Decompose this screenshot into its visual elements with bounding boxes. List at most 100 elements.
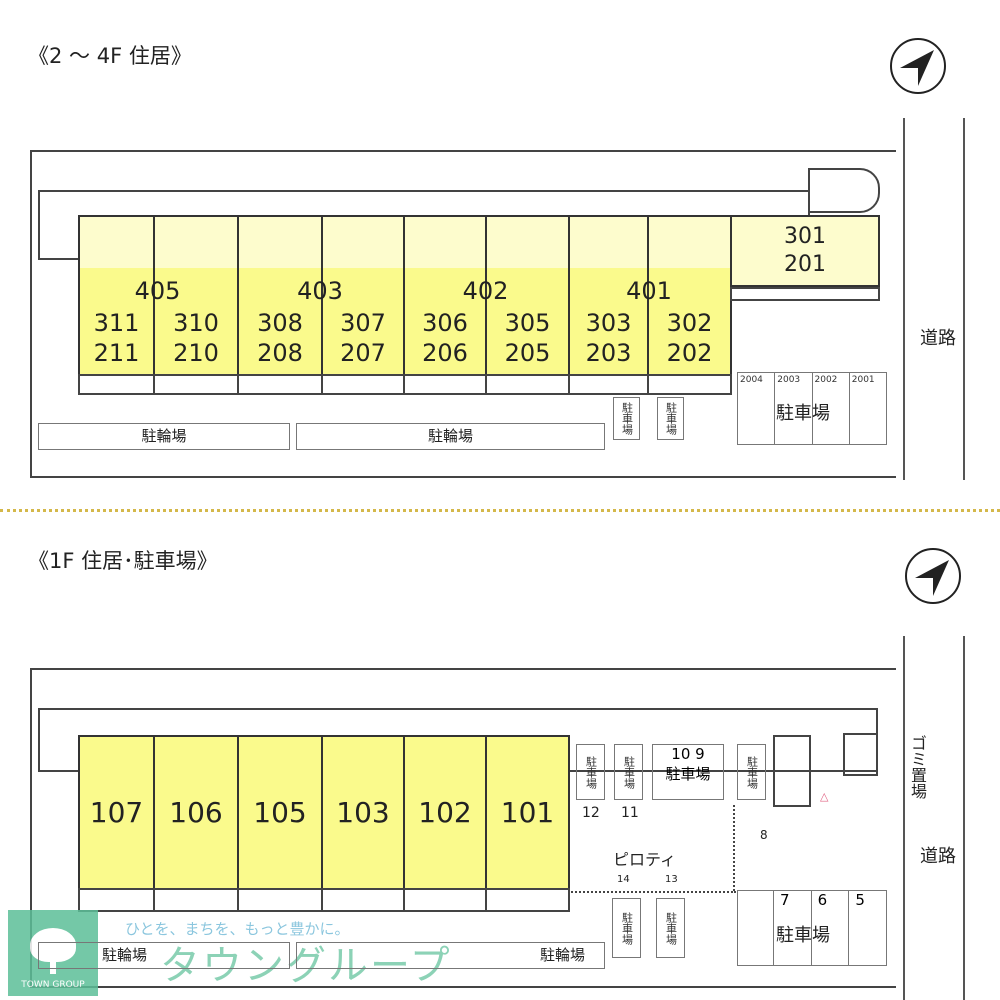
town-group-logo: TOWN GROUP <box>8 910 98 996</box>
balcony <box>730 287 880 301</box>
lower-site-boundary <box>30 668 896 988</box>
bike-parking <box>296 942 605 969</box>
unit-upper-band <box>237 215 323 270</box>
unit-upper-band <box>153 215 239 270</box>
parking-label: 駐車場 <box>776 403 830 424</box>
small-parking: 駐車場 <box>657 397 684 440</box>
unit-label: 106 <box>169 795 223 829</box>
unit-upper-band <box>403 215 487 270</box>
unit-group-label: 405 <box>134 277 181 305</box>
road-edge <box>963 636 965 1000</box>
stairs <box>808 168 880 213</box>
garbage-area <box>843 733 878 776</box>
parking-number: 11 <box>621 805 639 821</box>
lower-title: 《1F 住居･駐車場》 <box>28 549 218 573</box>
unit-label: 202 <box>666 339 713 367</box>
parking-12: 駐車場 <box>576 744 605 800</box>
unit-label: 307 <box>340 309 386 337</box>
unit-label: 308 <box>257 309 303 337</box>
dotted-line <box>568 891 736 893</box>
balcony <box>321 374 405 395</box>
balcony <box>78 888 155 912</box>
watermark-tagline: ひとを、まちを、もっと豊かに。 <box>125 920 350 938</box>
piloti-label: ピロティ <box>613 850 677 869</box>
road-edge <box>903 118 905 480</box>
storage <box>773 735 811 807</box>
unit-label: 301 <box>784 224 826 249</box>
unit-label: 210 <box>173 339 219 367</box>
unit-label: 211 <box>93 339 140 367</box>
balcony <box>78 374 155 395</box>
bike-parking: 駐輪場 <box>296 423 605 450</box>
road-edge <box>963 118 965 480</box>
dotted-line <box>733 805 735 891</box>
unit-label: 303 <box>585 309 632 337</box>
unit-upper-band <box>321 215 405 270</box>
road-edge <box>903 636 905 1000</box>
unit-upper-band <box>647 215 732 270</box>
unit-label: 102 <box>418 795 472 829</box>
balcony <box>485 888 570 912</box>
unit-label: 310 <box>173 309 219 337</box>
unit-upper-band <box>78 215 155 270</box>
balcony <box>321 888 405 912</box>
unit-label: 205 <box>504 339 551 367</box>
unit-upper-band <box>485 215 570 270</box>
balcony <box>403 888 487 912</box>
watermark-brand: タウングループ <box>160 943 452 989</box>
parking-label: 駐車場 <box>776 925 830 946</box>
unit-106: 106 <box>153 735 239 890</box>
balcony <box>568 374 649 395</box>
unit-group-label: 403 <box>297 277 343 305</box>
unit-102: 102 <box>403 735 487 890</box>
balcony <box>403 374 487 395</box>
unit-label: 206 <box>422 339 468 367</box>
parking-13: 駐車場 <box>656 898 685 958</box>
unit-label: 305 <box>504 309 551 337</box>
bike-parking: 駐輪場 <box>38 423 290 450</box>
unit-label: 311 <box>93 309 140 337</box>
upper-title: 《2 ～ 4F 住居》 <box>28 44 192 68</box>
warning-icon: △ <box>820 790 829 803</box>
unit-107: 107 <box>78 735 155 890</box>
bike-parking <box>38 942 290 969</box>
unit-label: 306 <box>422 309 468 337</box>
parking-number: 5 <box>848 891 886 965</box>
parking-number: 6 <box>810 891 849 965</box>
unit-upper-band <box>568 215 649 270</box>
garbage-label: ゴミ置場 <box>908 735 927 799</box>
north-arrow-icon <box>905 548 961 604</box>
parking-number: 7 <box>773 891 811 965</box>
balcony <box>237 374 323 395</box>
parking-number: 14 <box>617 874 630 885</box>
parking-number: 2002 <box>811 373 849 444</box>
parking-number: 9 <box>695 745 705 763</box>
parking-number: 12 <box>582 805 600 821</box>
parking-number: 8 <box>760 828 768 842</box>
parking-number: 2004 <box>740 375 763 385</box>
road-label: 道路 <box>920 328 956 349</box>
balcony <box>153 374 239 395</box>
road-label: 道路 <box>920 846 956 867</box>
bike-parking-label: 駐輪場 <box>102 946 148 964</box>
parking-lot: 7 6 5 駐車場 <box>737 890 887 966</box>
parking-number: 13 <box>665 874 678 885</box>
parking-number: 2001 <box>848 373 886 444</box>
unit-label: 302 <box>666 309 713 337</box>
unit-label: 207 <box>340 339 386 367</box>
unit-label: 101 <box>500 795 555 829</box>
unit-group-label: 402 <box>462 277 509 305</box>
unit-103: 103 <box>321 735 405 890</box>
balcony <box>647 374 732 395</box>
unit-label: 105 <box>253 795 307 829</box>
unit-group-label: 401 <box>626 277 672 305</box>
